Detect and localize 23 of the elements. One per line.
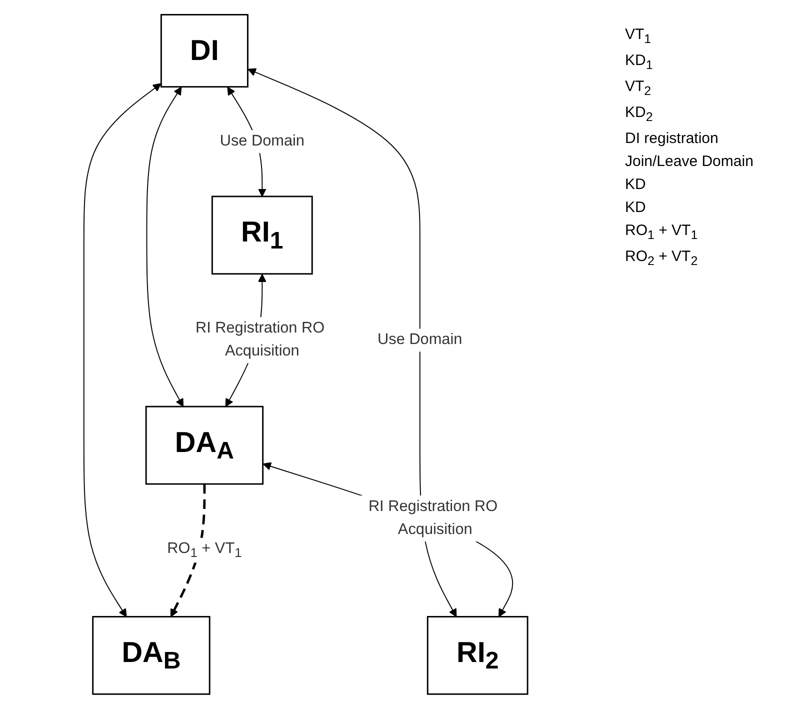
note-label: Join/Leave Domain	[625, 153, 754, 170]
edge-label: Use Domain	[220, 133, 304, 150]
note-label: KD	[625, 176, 647, 193]
note-label: KD$_{2}$	[625, 104, 654, 124]
node-box: RI$_{2}$	[426, 616, 528, 695]
note-label: VT$_{2}$	[625, 78, 652, 98]
edge-label: RO$_{1}$ + VT$_{1}$	[167, 540, 242, 560]
edge-label: Use Domain	[377, 332, 462, 348]
note-label: VT$_{1}$	[625, 26, 652, 46]
note-label: DI registration	[625, 130, 720, 147]
node-box: RI$_{1}$	[211, 196, 313, 275]
note-label: KD	[625, 199, 647, 216]
arrow	[146, 86, 184, 408]
note-label: RO$_{1}$ + VT$_{1}$	[625, 222, 699, 242]
edge-label: RI Registration RO Acquisition	[368, 498, 498, 538]
note-label: KD$_{1}$	[625, 52, 654, 72]
node-box: DA$_{A}$	[145, 406, 264, 485]
edge-label: RI Registration RO Acquisition	[195, 320, 324, 360]
note-label: RO$_{2}$ + VT$_{2}$	[625, 248, 699, 268]
node-box: DI	[160, 14, 248, 88]
arrow	[83, 83, 162, 618]
arrow	[248, 68, 457, 618]
node-box: DA$_{B}$	[92, 616, 210, 695]
